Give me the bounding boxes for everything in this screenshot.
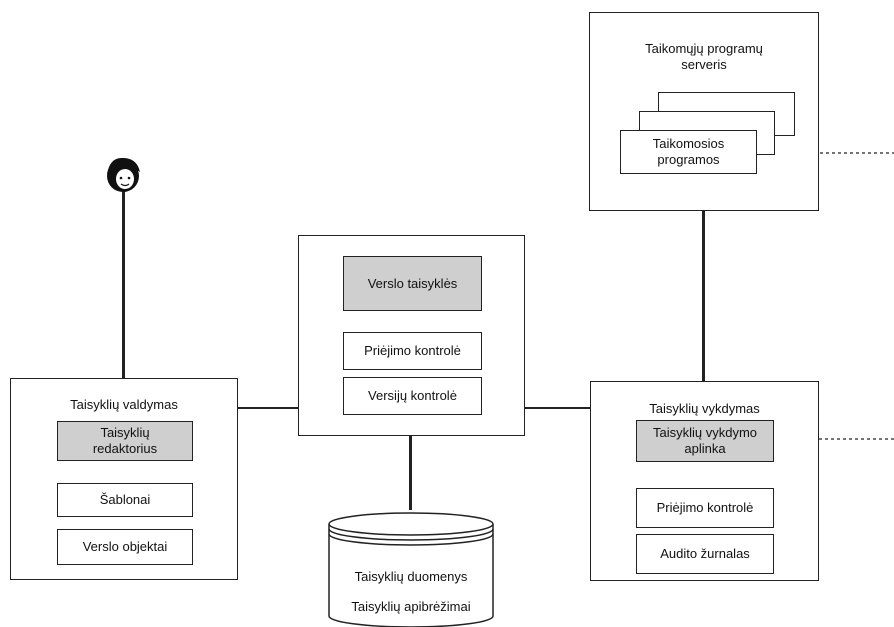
rule-execution-title: Taisyklių vykdymas <box>649 401 760 416</box>
applications-box: Taikomosios programos <box>620 130 757 174</box>
application-server-panel: Taikomųjų programų serveris Taikomosios … <box>589 12 819 211</box>
execution-access-control-box: Priėjimo kontrolė <box>636 488 774 528</box>
rule-execution-panel: Taisyklių vykdymas Taisyklių vykdymo apl… <box>590 381 819 581</box>
version-control-box: Versijų kontrolė <box>343 377 482 415</box>
core-database-connector-line <box>409 436 412 510</box>
audit-log-box: Audito žurnalas <box>636 534 774 574</box>
user-avatar-icon <box>107 157 140 192</box>
rule-definitions-label: Taisyklių apibrėžimai <box>351 599 471 614</box>
appserver-execution-connector-line <box>702 211 705 381</box>
rule-editor-box: Taisyklių redaktorius <box>57 421 193 461</box>
core-execution-connector-line <box>525 407 590 409</box>
execution-environment-box: Taisyklių vykdymo aplinka <box>636 420 774 462</box>
templates-box: Šablonai <box>57 483 193 517</box>
business-rules-box: Verslo taisyklės <box>343 256 482 311</box>
rule-data-label: Taisyklių duomenys <box>354 569 468 584</box>
application-server-title: Taikomųjų programų serveris <box>645 41 763 72</box>
user-connector-line <box>122 188 125 378</box>
access-control-box: Priėjimo kontrolė <box>343 332 482 370</box>
business-objects-box: Verslo objektai <box>57 529 193 565</box>
management-core-connector-line <box>238 407 298 409</box>
rule-management-title: Taisyklių valdymas <box>70 397 178 412</box>
core-panel: Verslo taisyklės Priėjimo kontrolė Versi… <box>298 235 525 436</box>
rule-management-panel: Taisyklių valdymas Taisyklių redaktorius… <box>10 378 238 580</box>
